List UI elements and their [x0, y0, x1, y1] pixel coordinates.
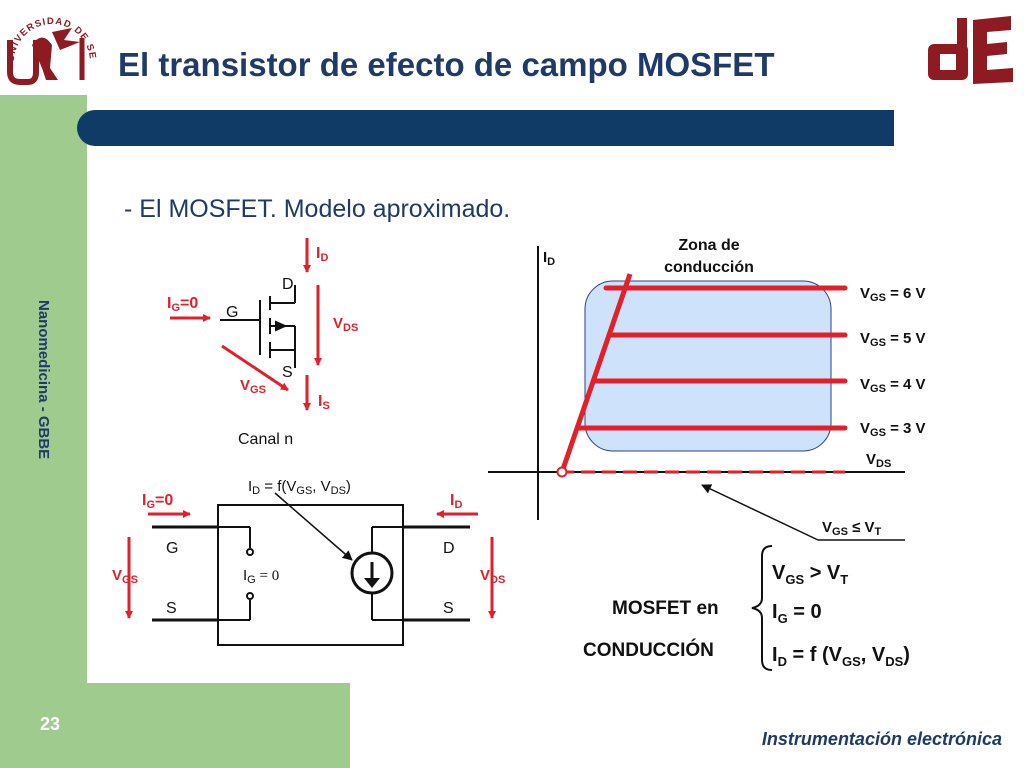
model-formula: ID = f(VGS, VDS): [248, 478, 351, 497]
formula-pointer: [274, 492, 353, 561]
graph-x-label: VDS: [866, 451, 891, 470]
page-number: 23: [40, 714, 61, 734]
zone-label-line2: conducción: [664, 259, 754, 276]
symbol-source-label: S: [282, 364, 293, 381]
left-band: [0, 95, 87, 685]
conduccion-label: CONDUCCIÓN: [583, 640, 714, 661]
symbol-caption: Canal n: [238, 431, 293, 448]
symbol-vds-label: VDS: [333, 315, 358, 334]
model-source-left-label: S: [166, 600, 177, 617]
page-title: El transistor de efecto de campo MOSFET: [118, 46, 775, 83]
conditions-brace: [751, 545, 773, 671]
graph-y-label: ID: [543, 249, 555, 268]
symbol-vgs-label: VGS: [240, 377, 266, 396]
ohmic-line: [559, 273, 633, 473]
mosfet-en-label: MOSFET en: [612, 598, 719, 619]
symbol-id-label: ID: [316, 245, 328, 264]
symbol-is-label: IS: [318, 393, 330, 412]
department-logo: dE: [928, 16, 1013, 84]
cutoff-pointer: [701, 484, 819, 541]
model-id-label: ID: [450, 492, 462, 511]
title-bar: [77, 110, 894, 146]
model-source-right-label: S: [443, 600, 454, 617]
footer-course: Instrumentación electrónica: [761, 729, 1002, 749]
symbol-drain-label: D: [282, 276, 294, 293]
condition-ig: IG = 0: [772, 601, 822, 626]
cutoff-label: VGS ≤ VT: [822, 519, 882, 538]
curve-label-6: VGS = 6 V: [860, 285, 926, 304]
curve-label-4: VGS = 4 V: [860, 376, 926, 395]
curve-label-5: VGS = 5 V: [860, 330, 926, 349]
zone-label-line1: Zona de: [678, 237, 739, 254]
model-vds-label: VDS: [480, 567, 505, 586]
model-ig-label: IG=0: [142, 492, 173, 511]
subtitle: - El MOSFET. Modelo aproximado.: [124, 195, 511, 223]
bottom-band: [0, 683, 350, 768]
mosfet-symbol: [220, 285, 296, 368]
curve-label-3: VGS = 3 V: [860, 420, 926, 439]
conduction-zone: [584, 280, 832, 452]
model-ig-zero-label: IG = 0: [243, 567, 279, 586]
origin-point: [556, 466, 568, 478]
model-arrows: [125, 510, 496, 619]
content-panel: [87, 95, 1024, 683]
symbol-gate-label: G: [226, 304, 238, 321]
university-logo: UNIVERSIDAD DE SEVILLA: [2, 0, 97, 85]
condition-id: ID = f (VGS, VDS): [772, 644, 910, 669]
symbol-ig-label: IG=0: [167, 295, 198, 314]
model-circuit: [152, 504, 470, 646]
condition-vgs: VGS > VT: [772, 562, 849, 587]
symbol-arrows: [170, 238, 322, 411]
model-gate-label: G: [166, 540, 178, 557]
model-drain-label: D: [443, 540, 455, 557]
graph: [488, 246, 905, 541]
model-vgs-label: VGS: [112, 567, 138, 586]
